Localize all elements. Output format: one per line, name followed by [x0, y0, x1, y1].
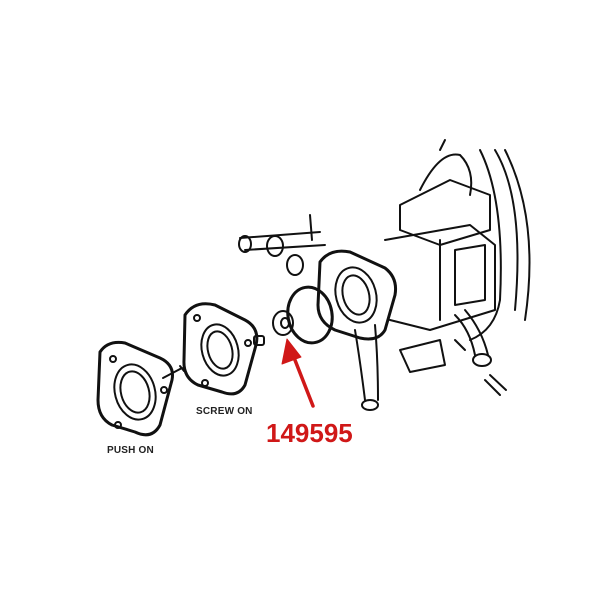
screw-on-label: SCREW ON [196, 406, 253, 417]
carburettor-assembly [238, 139, 531, 411]
part-number-label: 149595 [266, 418, 353, 448]
push-on-label: PUSH ON [107, 445, 154, 456]
screw-on-flange [182, 302, 265, 396]
o-ring [286, 285, 334, 345]
callout-arrow [281, 338, 315, 408]
push-on-flange [96, 340, 185, 437]
